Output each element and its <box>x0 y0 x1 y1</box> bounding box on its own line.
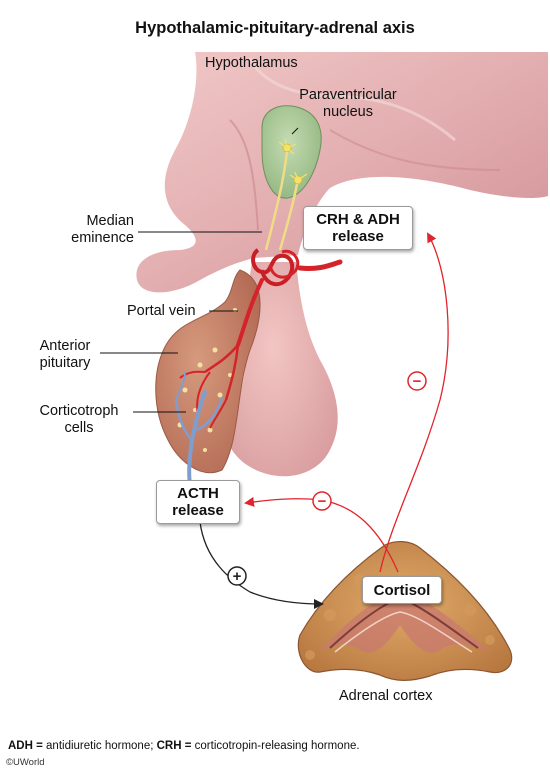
leader-lines <box>100 127 299 413</box>
cortisol-box: Cortisol <box>362 576 442 604</box>
inhibit-sign-mid: − <box>312 491 332 511</box>
adrenal-gland <box>297 541 513 681</box>
diagram-title: Hypothalamic-pituitary-adrenal axis <box>135 19 415 37</box>
acth-release-box: ACTH release <box>156 480 240 524</box>
label-paraventricular-nucleus: Paraventricular nucleus <box>299 87 397 120</box>
copyright-notice: ©UWorld <box>6 757 45 768</box>
label-hypothalamus: Hypothalamus <box>205 55 298 71</box>
label-corticotroph-cells: Corticotroph cells <box>39 403 119 436</box>
pituitary-gland <box>155 248 343 500</box>
stimulate-sign: + <box>227 566 247 586</box>
feedback-arrow-to-hypothalamus <box>379 232 449 573</box>
abbreviation-footnote: ADH = antidiuretic hormone; CRH = cortic… <box>8 740 360 752</box>
label-anterior-pituitary: Anterior pituitary <box>39 338 91 371</box>
inhibit-sign-top: − <box>407 371 427 391</box>
label-portal-vein: Portal vein <box>127 303 196 319</box>
label-median-eminence: Median eminence <box>71 213 134 246</box>
crh-adh-release-box: CRH & ADH release <box>303 206 413 250</box>
stimulation-arrow-to-adrenal <box>199 521 324 609</box>
svg-text:−: − <box>318 493 327 510</box>
label-adrenal-cortex: Adrenal cortex <box>339 688 433 704</box>
svg-text:−: − <box>413 373 422 390</box>
svg-text:+: + <box>233 568 242 585</box>
paraventricular-nucleus <box>261 105 322 251</box>
